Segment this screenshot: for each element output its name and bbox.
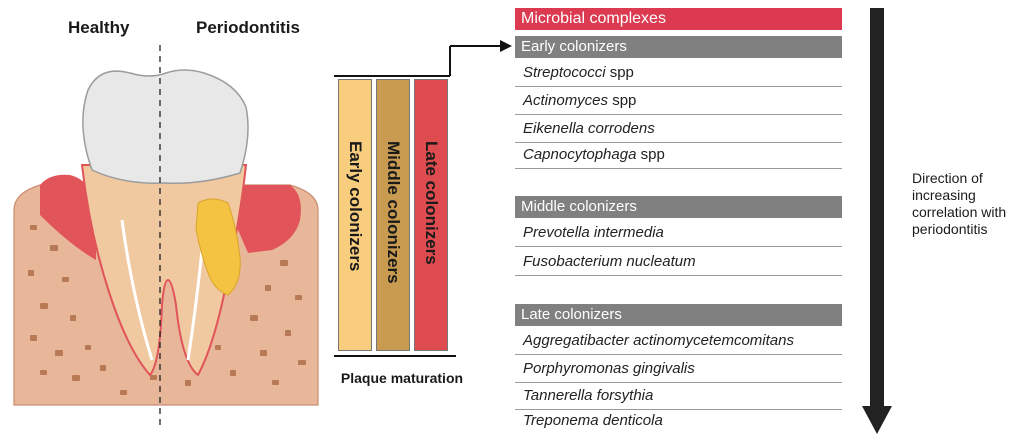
list-item: Fusobacterium nucleatum — [515, 249, 842, 276]
plaque-maturation-label: Plaque maturation — [338, 369, 466, 387]
list-item: Streptococci spp — [515, 60, 842, 87]
bar-middle-label: Middle colonizers — [376, 79, 410, 351]
table-title: Microbial complexes — [515, 8, 842, 30]
direction-label: Direction of increasing correlation with… — [912, 170, 1012, 238]
list-item: Capnocytophaga spp — [515, 142, 842, 169]
list-item: Prevotella intermedia — [515, 220, 842, 247]
bar-late-label: Late colonizers — [414, 79, 448, 351]
direction-arrow-icon — [862, 8, 892, 435]
list-item: Treponema denticola — [515, 408, 842, 435]
list-item: Eikenella corrodens — [515, 116, 842, 143]
group-header-middle: Middle colonizers — [515, 196, 842, 218]
group-header-late: Late colonizers — [515, 304, 842, 326]
bar-early-label: Early colonizers — [338, 79, 372, 351]
list-item: Porphyromonas gingivalis — [515, 356, 842, 383]
list-item: Tannerella forsythia — [515, 383, 842, 410]
list-item: Aggregatibacter actinomycetemcomitans — [515, 328, 842, 355]
list-item: Actinomyces spp — [515, 88, 842, 115]
group-header-early: Early colonizers — [515, 36, 842, 58]
